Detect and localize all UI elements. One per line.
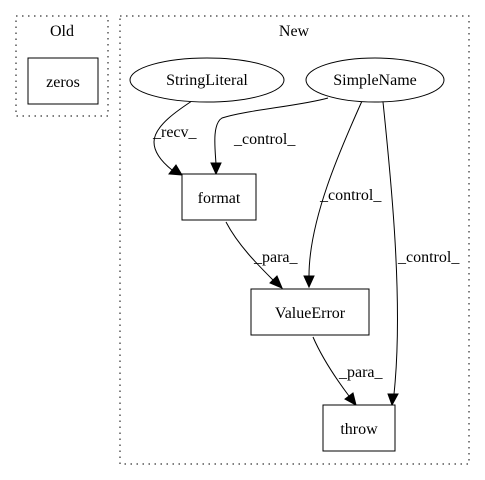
edge-simplename-throw: _control_ [382,101,460,407]
node-string-literal-label: StringLiteral [166,72,248,89]
node-string-literal-ellipse [129,57,285,103]
edge-simplename-throw-line [382,101,398,395]
edge-simplename-valueerror: _control_ [303,100,382,289]
edge-simplename-format-line [214,97,329,165]
node-format: format [181,173,257,221]
edge-valueerror-throw: _para_ [312,336,384,406]
edge-simplename-format: _control_ [210,97,329,176]
cluster-old-label: Old [50,23,74,40]
edge-simplename-throw-label: _control_ [397,249,460,266]
node-value-error-box [250,288,370,336]
edge-stringliteral-format: _recv_ [152,98,198,176]
node-string-literal: StringLiteral [129,57,285,103]
node-zeros-label: zeros [46,74,80,91]
edge-simplename-valueerror-label: _control_ [319,187,382,204]
node-format-label: format [198,190,241,207]
node-throw-box [322,404,396,452]
node-throw-label: throw [340,421,378,438]
cluster-new-border [119,15,470,465]
edge-format-valueerror-line [225,221,274,281]
edge-simplename-format-arrow [210,162,222,176]
cluster-old: Old [15,15,109,117]
node-simple-name-label: SimpleName [333,72,417,89]
node-throw: throw [322,404,396,452]
edge-simplename-format-label: _control_ [233,131,296,148]
edge-simplename-valueerror-line [308,100,363,277]
edge-stringliteral-format-arrow [168,164,183,176]
edge-stringliteral-format-label: _recv_ [152,124,198,141]
edge-format-valueerror-label: _para_ [253,249,299,266]
node-zeros-box [27,57,99,105]
cluster-new-label: New [279,23,310,40]
node-simple-name-ellipse [305,57,445,103]
edge-valueerror-throw-arrow [344,392,357,406]
node-simple-name: SimpleName [305,57,445,103]
edge-valueerror-throw-label: _para_ [338,364,384,381]
edge-format-valueerror-arrow [269,275,283,289]
cluster-new: New [119,15,470,465]
edge-simplename-valueerror-arrow [303,275,315,289]
edge-format-valueerror: _para_ [225,221,299,289]
edge-simplename-throw-arrow [387,393,399,407]
node-zeros: zeros [27,57,99,105]
edge-stringliteral-format-line [153,98,196,171]
node-value-error: ValueError [250,288,370,336]
edge-valueerror-throw-line [312,336,350,397]
node-value-error-label: ValueError [275,305,346,322]
node-format-box [181,173,257,221]
